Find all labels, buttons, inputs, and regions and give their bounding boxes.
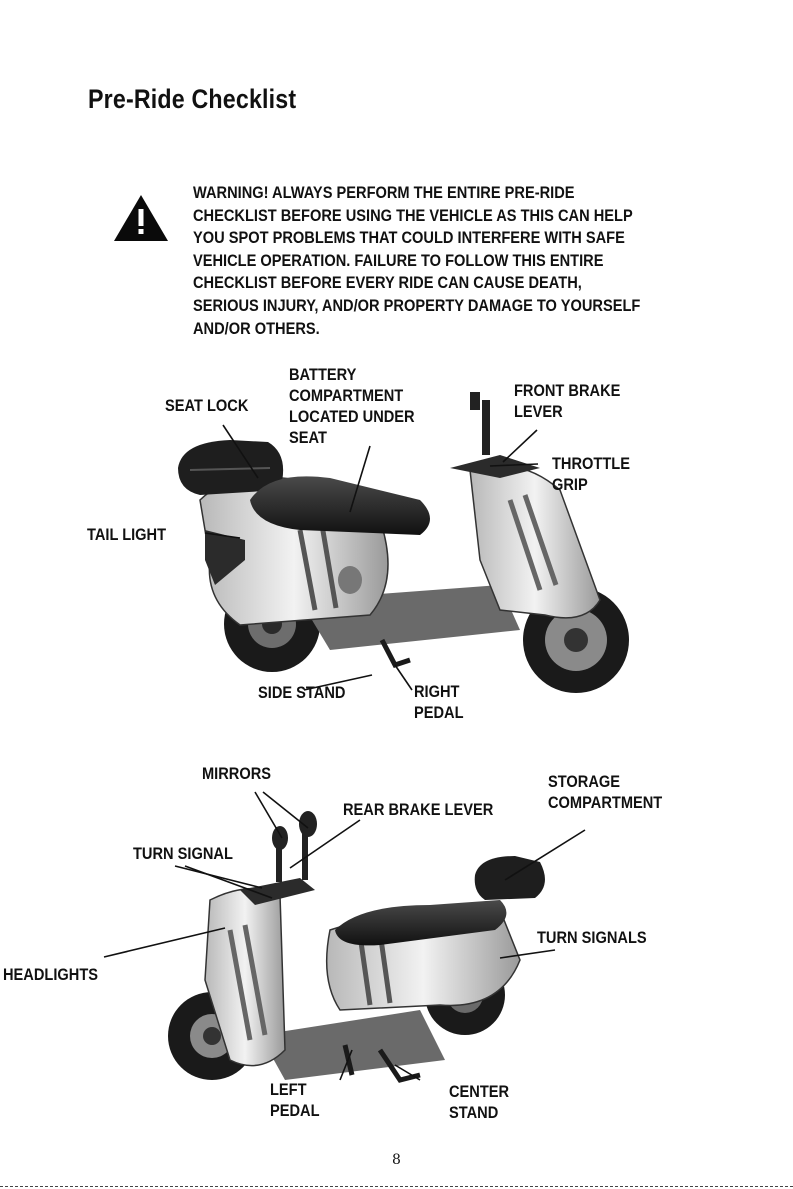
label-line: LEVER (514, 402, 563, 421)
leader-lines (103, 424, 586, 1081)
label-battery-compartment: BATTERY COMPARTMENT LOCATED UNDER SEAT (289, 364, 415, 448)
warning-line: WARNING! ALWAYS PERFORM THE ENTIRE PRE-R… (193, 183, 575, 202)
label-line: GRIP (552, 475, 588, 494)
label-seat-lock: SEAT LOCK (165, 396, 249, 415)
label-tail-light: TAIL LIGHT (87, 525, 167, 544)
label-turn-signal: TURN SIGNAL (133, 844, 233, 863)
label-side-stand: SIDE STAND (258, 683, 346, 702)
label-line: COMPARTMENT (548, 793, 663, 812)
label-mirrors: MIRRORS (202, 764, 272, 783)
bottom-divider (0, 1186, 793, 1187)
label-line: COMPARTMENT (289, 386, 404, 405)
scooter-rear-view (178, 392, 629, 693)
page-title: Pre-Ride Checklist (88, 84, 297, 114)
label-line: THROTTLE (552, 454, 630, 473)
warning-line: YOU SPOT PROBLEMS THAT COULD INTERFERE W… (193, 228, 625, 248)
warning-line: CHECKLIST BEFORE EVERY RIDE CAN CAUSE DE… (193, 273, 582, 293)
label-rear-brake-lever: REAR BRAKE LEVER (343, 800, 494, 819)
label-right-pedal: RIGHT PEDAL (414, 681, 464, 723)
warning-line: SERIOUS INJURY, AND/OR PROPERTY DAMAGE T… (193, 295, 641, 315)
warning-line: CHECKLIST BEFORE USING THE VEHICLE AS TH… (193, 205, 633, 225)
label-line: FRONT BRAKE (514, 381, 621, 400)
label-line: RIGHT (414, 682, 460, 701)
page-number: 8 (392, 1152, 401, 1168)
label-headlights: HEADLIGHTS (3, 965, 99, 984)
label-line: SEAT (289, 428, 327, 447)
warning-line: AND/OR OTHERS. (193, 318, 320, 338)
label-center-stand: CENTER STAND (449, 1081, 509, 1123)
label-line: LEFT (270, 1080, 307, 1099)
label-line: PEDAL (414, 703, 464, 722)
label-line: STAND (449, 1103, 499, 1122)
label-throttle-grip: THROTTLE GRIP (552, 453, 630, 495)
label-line: CENTER (449, 1082, 510, 1101)
label-line: BATTERY (289, 365, 357, 384)
label-line: STORAGE (548, 772, 621, 791)
warning-line: VEHICLE OPERATION. FAILURE TO FOLLOW THI… (193, 250, 604, 270)
label-line: PEDAL (270, 1101, 320, 1120)
warning-triangle-icon (114, 195, 168, 241)
label-turn-signals: TURN SIGNALS (537, 928, 647, 947)
label-storage-compartment: STORAGE COMPARTMENT (548, 771, 662, 813)
scooter-front-view (168, 811, 545, 1083)
label-left-pedal: LEFT PEDAL (270, 1079, 320, 1121)
label-line: LOCATED UNDER (289, 407, 415, 426)
warning-text: WARNING! ALWAYS PERFORM THE ENTIRE PRE-R… (193, 182, 675, 340)
label-front-brake-lever: FRONT BRAKE LEVER (514, 380, 620, 422)
